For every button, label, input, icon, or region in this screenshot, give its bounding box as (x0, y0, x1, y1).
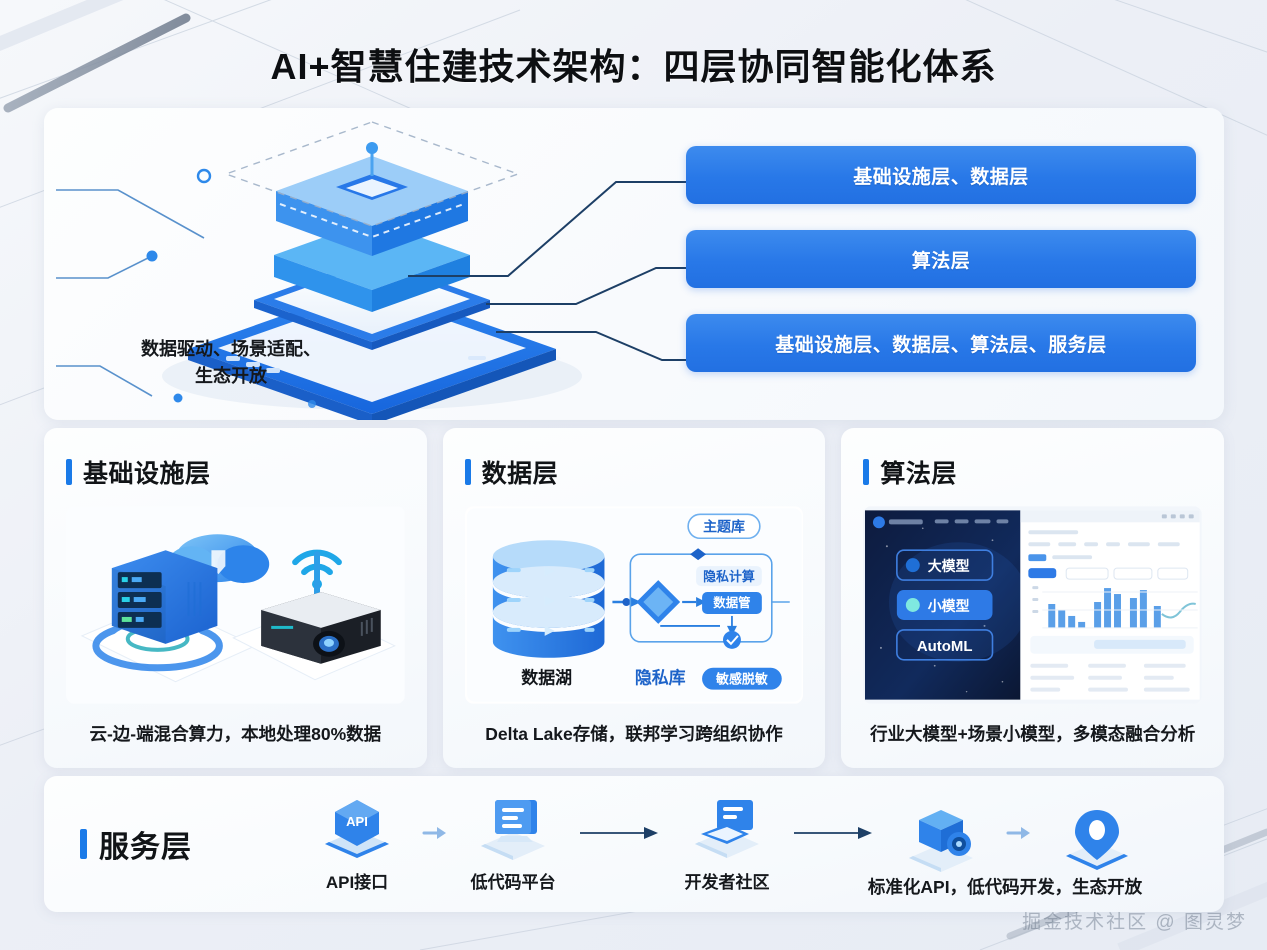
hero-note: 数据驱动、场景适配、 生态开放 (106, 336, 356, 390)
sensitive-masking-label: 敏感脱敏 (715, 672, 768, 687)
arrow-small-icon (1000, 826, 1038, 862)
hero-note-line2: 生态开放 (195, 366, 267, 386)
community-icon (687, 796, 767, 862)
flow-node-api[interactable]: API API接口 (298, 796, 416, 893)
architecture-stack-illustration (56, 108, 706, 420)
architecture-layer-box-1[interactable]: 基础设施层、数据层 (686, 146, 1196, 204)
accent-bar-icon (464, 459, 471, 485)
flow-node-location[interactable] (1038, 808, 1156, 880)
monitor-icon (471, 796, 555, 862)
flow-node-community[interactable]: 开发者社区 (668, 796, 786, 893)
accent-bar-icon (863, 459, 870, 485)
accent-bar-icon (66, 459, 72, 485)
arrow-small-icon (416, 826, 454, 862)
service-summary: 标准化API，低代码开发，生态开放 (867, 877, 1143, 897)
architecture-layer-box-list: 基础设施层、数据层 算法层 基础设施层、数据层、算法层、服务层 (686, 146, 1196, 372)
datalake-privacy-flow-illustration: 隐私计算 数据管 主题库 数据湖 (464, 506, 804, 704)
arrow-long-icon (572, 825, 668, 863)
card-caption: 行业大模型+场景小模型，多模态融合分析 (870, 724, 1196, 744)
card-header: 算法层 (863, 454, 1202, 490)
card-caption: Delta Lake存储，联邦学习跨组织协作 (485, 724, 783, 744)
location-pin-icon (1058, 808, 1136, 874)
cube-camera-icon (901, 808, 981, 874)
model-button-automl-label: AutoML (917, 638, 973, 655)
model-button-large-label: 大模型 (928, 558, 970, 574)
page-title: AI+智慧住建技术架构：四层协同智能化体系 (270, 46, 997, 87)
model-button-small-label: 小模型 (928, 598, 970, 614)
layer-card-list: 基础设施层 (44, 428, 1225, 768)
model-console-dashboard-illustration: 大模型 小模型 AutoML (863, 506, 1203, 704)
api-hexagon-icon: API (319, 796, 395, 862)
card-header: 基础设施层 (66, 454, 405, 490)
privacy-db-label: 隐私库 (635, 668, 686, 688)
layer-card-data: 数据层 (442, 428, 826, 768)
datalake-label: 数据湖 (521, 668, 572, 688)
privacy-compute-label: 隐私计算 (703, 569, 755, 584)
card-title: 基础设施层 (83, 460, 211, 488)
server-cloud-edge-illustration (66, 506, 405, 704)
service-layer-title: 服务层 (99, 831, 192, 864)
card-title: 数据层 (481, 460, 559, 488)
flow-node-cube-camera[interactable] (882, 808, 1000, 880)
hero-panel: 数据驱动、场景适配、 生态开放 基础设施层、数据层 算法层 基础设施层、数据层、… (44, 108, 1224, 420)
layer-card-algorithm: 算法层 (841, 428, 1225, 768)
service-flow: API API接口 (298, 796, 1200, 893)
service-layer-header: 服务层 (68, 822, 298, 866)
flow-node-label: API接口 (325, 872, 389, 892)
accent-bar-icon (80, 829, 87, 859)
flow-node-label: 开发者社区 (684, 872, 770, 892)
arrow-long-icon (786, 825, 882, 863)
data-pipe-label: 数据管 (713, 595, 750, 610)
card-caption: 云-边-端混合算力，本地处理80%数据 (89, 724, 382, 744)
hero-note-line1: 数据驱动、场景适配、 (141, 339, 321, 359)
service-layer-panel: 服务层 API API接口 (44, 776, 1224, 912)
layer-card-infrastructure: 基础设施层 (44, 428, 427, 768)
topic-db-label: 主题库 (703, 518, 745, 534)
flow-node-label: 低代码平台 (470, 872, 556, 892)
card-header: 数据层 (464, 454, 804, 490)
svg-text:API: API (346, 814, 368, 829)
card-title: 算法层 (880, 460, 957, 488)
architecture-layer-box-2[interactable]: 算法层 (686, 230, 1196, 288)
architecture-layer-box-3[interactable]: 基础设施层、数据层、算法层、服务层 (686, 314, 1196, 372)
flow-node-lowcode[interactable]: 低代码平台 (454, 796, 572, 893)
watermark: 掘金技术社区 @ 图灵梦 (1022, 912, 1247, 933)
